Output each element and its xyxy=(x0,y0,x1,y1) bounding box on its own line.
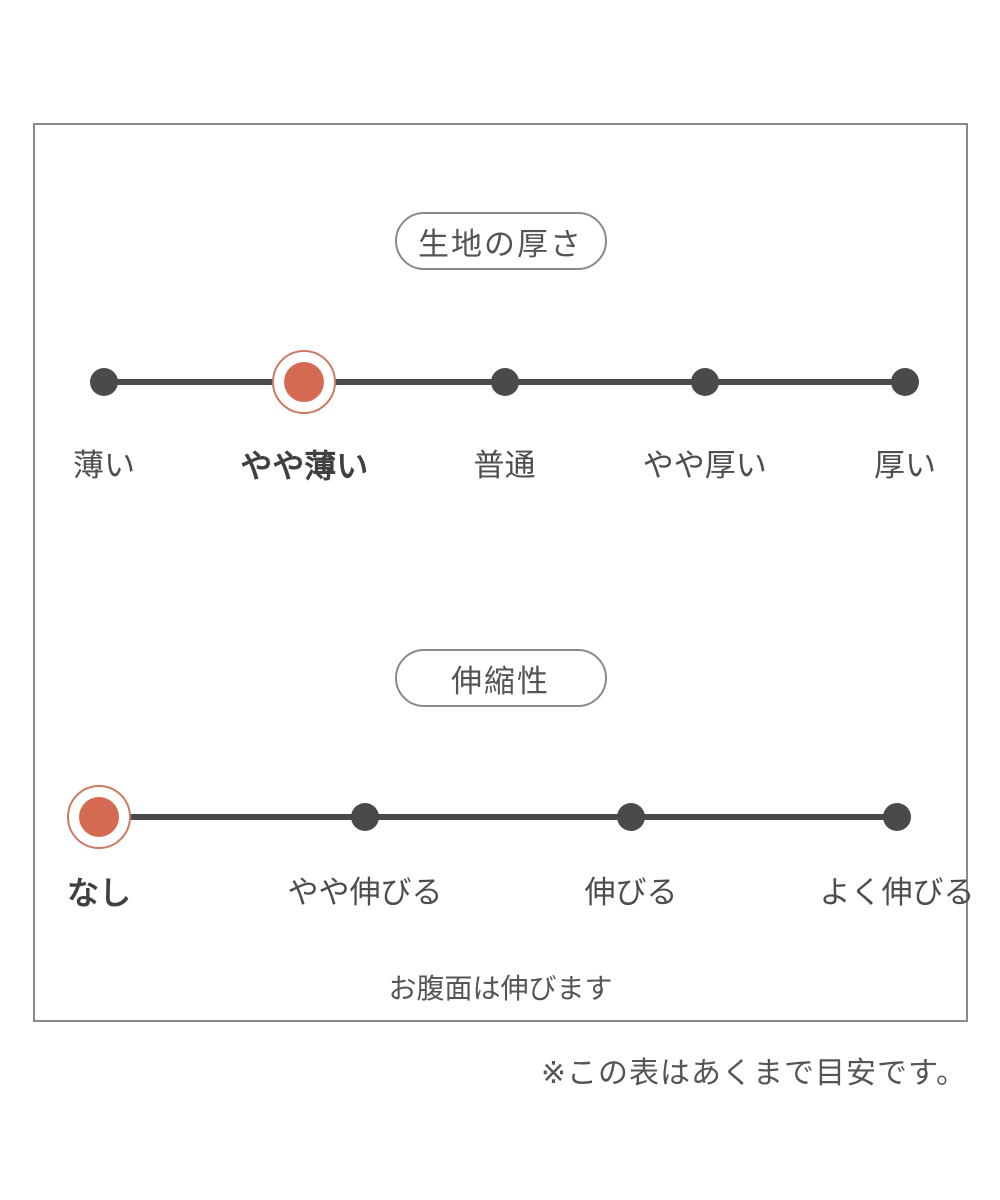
scale-line xyxy=(99,814,897,820)
thickness-scale-labels: 薄い やや薄い 普通 やや厚い 厚い xyxy=(73,447,936,491)
scale-label: よく伸びる xyxy=(819,875,975,910)
thickness-title: 生地の厚さ xyxy=(418,226,583,262)
scale-dot-icon xyxy=(690,368,719,396)
scale-dot-icon xyxy=(490,368,519,396)
disclaimer-note: ※この表はあくまで目安です。 xyxy=(540,1057,967,1090)
scale-label: やや厚い xyxy=(642,448,767,483)
stretch-title: 伸縮性 xyxy=(451,663,550,699)
stretch-scale xyxy=(67,785,911,849)
scale-label: 厚い xyxy=(874,448,936,483)
selected-marker-dot-icon xyxy=(79,797,119,837)
stretch-scale-labels: なし やや伸びる 伸びる よく伸びる xyxy=(67,874,975,918)
scale-label: 普通 xyxy=(473,448,536,483)
scale-label: 伸びる xyxy=(584,875,678,910)
thickness-title-pill: 生地の厚さ xyxy=(394,212,607,270)
scale-dot-icon xyxy=(90,368,118,396)
spec-chart-frame: 生地の厚さ 薄い やや薄い 普通 やや厚い 厚い 伸縮性 なし やや伸びる 伸びる よく伸びる… xyxy=(33,123,975,1022)
scale-dot-icon xyxy=(616,803,645,831)
thickness-scale xyxy=(90,350,919,414)
scale-label: 薄い xyxy=(73,448,135,483)
selected-marker-dot-icon xyxy=(284,362,325,402)
scale-dot-icon xyxy=(883,803,911,831)
stretch-note: お腹面は伸びます xyxy=(388,973,613,1004)
scale-label: やや伸びる xyxy=(287,875,443,910)
scale-dot-icon xyxy=(891,368,919,396)
scale-label: なし xyxy=(66,875,132,911)
scale-label: やや薄い xyxy=(240,448,369,484)
stretch-title-pill: 伸縮性 xyxy=(394,649,607,707)
scale-dot-icon xyxy=(350,803,379,831)
